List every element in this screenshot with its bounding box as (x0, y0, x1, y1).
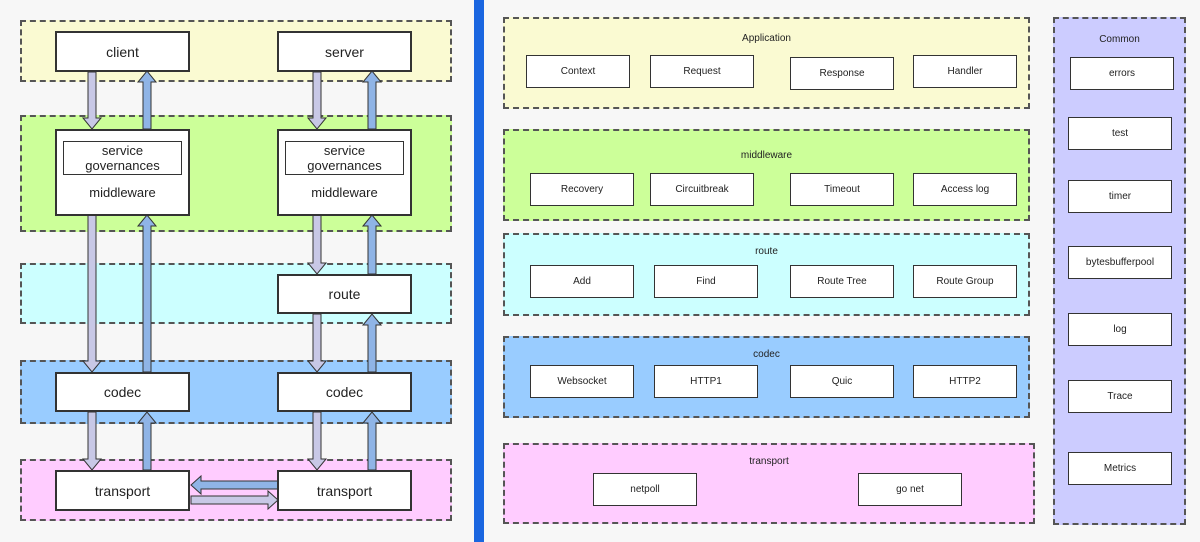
common-item: errors (1070, 57, 1174, 90)
client-label: client (106, 43, 139, 60)
common-item: test (1068, 117, 1172, 150)
transport-item: go net (858, 473, 962, 506)
codec-item: HTTP2 (913, 365, 1017, 398)
service-governances-label: service governances (85, 143, 160, 173)
route-item: Find (654, 265, 758, 298)
middleware-server-box: service governances middleware (277, 129, 412, 216)
application-band: Application Context Request Response Han… (503, 17, 1030, 109)
route-item: Route Group (913, 265, 1017, 298)
codec-client-label: codec (103, 384, 142, 400)
transport-server-box: transport (277, 470, 412, 511)
route-item: Add (530, 265, 634, 298)
transport-client-label: transport (94, 482, 151, 499)
transport-item: netpoll (593, 473, 697, 506)
middleware-server-label: middleware (311, 185, 378, 200)
transport-title: transport (749, 456, 789, 467)
application-item: Context (526, 55, 630, 88)
application-item: Request (650, 55, 754, 88)
middleware-client-label: middleware (89, 185, 156, 200)
common-band: Common errors test timer bytesbufferpool… (1053, 17, 1186, 525)
route-title: route (755, 246, 778, 257)
common-item: timer (1068, 180, 1172, 213)
route-band-middle: route Add Find Route Tree Route Group (503, 233, 1030, 316)
route-box: route (277, 274, 412, 314)
codec-server-box: codec (277, 372, 412, 412)
server-label: server (325, 43, 364, 60)
common-item: Metrics (1068, 452, 1172, 485)
middleware-title: middleware (740, 150, 793, 161)
codec-band-middle: codec Websocket HTTP1 Quic HTTP2 (503, 336, 1030, 418)
route-label: route (328, 286, 361, 302)
application-item: Handler (913, 55, 1017, 88)
route-item: Route Tree (790, 265, 894, 298)
common-title: Common (1099, 34, 1140, 45)
common-item: Trace (1068, 380, 1172, 413)
service-governances-label: service governances (307, 143, 382, 173)
middleware-client-box: service governances middleware (55, 129, 190, 216)
middleware-item: Timeout (790, 173, 894, 206)
transport-band-middle: transport netpoll go net (503, 443, 1035, 524)
middleware-item: Recovery (530, 173, 634, 206)
panel-divider (474, 0, 484, 542)
service-governances-server: service governances (285, 141, 404, 175)
server-box: server (277, 31, 412, 72)
codec-title: codec (753, 349, 780, 360)
codec-item: HTTP1 (654, 365, 758, 398)
transport-client-box: transport (55, 470, 190, 511)
middleware-band-middle: middleware Recovery Circuitbreak Timeout… (503, 129, 1030, 221)
transport-server-label: transport (316, 482, 373, 499)
codec-item: Websocket (530, 365, 634, 398)
service-governances-client: service governances (63, 141, 182, 175)
common-item: bytesbufferpool (1068, 246, 1172, 279)
codec-item: Quic (790, 365, 894, 398)
middleware-item: Circuitbreak (650, 173, 754, 206)
middleware-item: Access log (913, 173, 1017, 206)
application-item: Response (790, 57, 894, 90)
client-box: client (55, 31, 190, 72)
application-title: Application (742, 33, 791, 44)
codec-client-box: codec (55, 372, 190, 412)
common-item: log (1068, 313, 1172, 346)
codec-server-label: codec (325, 384, 364, 400)
